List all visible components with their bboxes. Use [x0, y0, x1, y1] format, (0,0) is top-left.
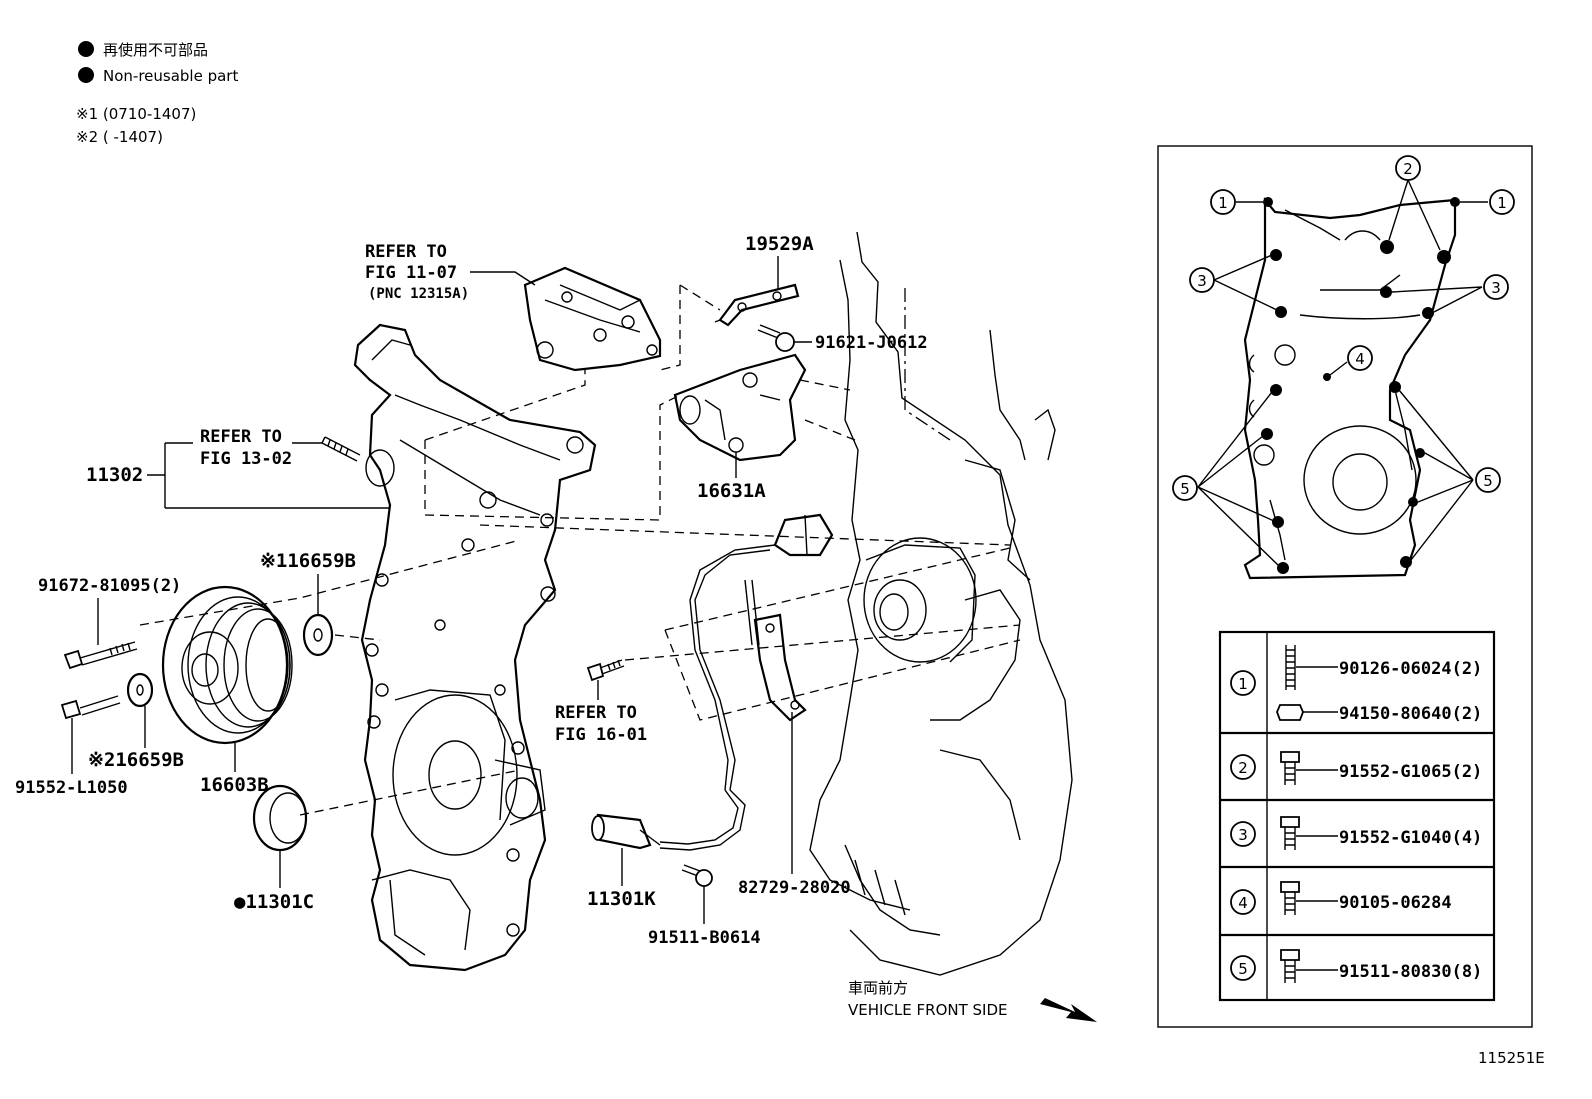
bolt-table: 1 90126-06024(2) 94150-80640(2) 2 91552-… — [1218, 630, 1496, 1002]
ref-11-07-line3: (PNC 12315A) — [368, 286, 469, 302]
table-part: 90126-06024(2) — [1339, 659, 1482, 679]
timing-chain-cover — [353, 323, 597, 972]
part-11301k: 11301K — [587, 888, 656, 910]
bolt-91672 — [63, 641, 138, 670]
ref-13-02-line2: FIG 13-02 — [200, 449, 292, 469]
flange-bolt-icon — [1280, 881, 1300, 893]
front-jp: 車両前方 — [848, 979, 908, 997]
svg-text:1: 1 — [1218, 194, 1228, 212]
washer-16659b-2 — [126, 672, 154, 708]
part-16603b: 16603B — [200, 774, 269, 796]
note-1: ※1 (0710-1407) — [76, 105, 196, 123]
part-91511-b0614: 91511-B0614 — [648, 928, 761, 948]
svg-text:3: 3 — [1197, 272, 1207, 290]
inset-callout-1-right: 1 — [1489, 189, 1515, 215]
table-row: 4 90105-06284 — [1230, 881, 1452, 915]
part-91672-81095: 91672-81095(2) — [38, 576, 181, 596]
bolt-91552-l1050 — [60, 695, 121, 720]
ref-11-07-line1: REFER TO — [365, 242, 447, 262]
legend: 再使用不可部品 Non-reusable part ※1 (0710-1407)… — [76, 41, 238, 146]
table-row: 5 91511-80830(8) — [1230, 949, 1482, 983]
part-91621-j0612: 91621-J0612 — [815, 333, 928, 353]
part-82729-28020: 82729-28020 — [738, 878, 851, 898]
flange-bolt-icon — [1280, 816, 1300, 828]
bolt-location-inset: 1 1 2 3 3 4 5 5 — [1157, 145, 1533, 1028]
note-2: ※2 ( -1407) — [76, 128, 163, 146]
inset-callout-5-left: 5 — [1172, 475, 1198, 501]
sensor-harness — [659, 513, 834, 851]
svg-text:2: 2 — [1238, 759, 1248, 777]
assembly-lines — [139, 284, 1021, 816]
flange-bolt-icon — [1280, 751, 1300, 763]
ref-16-01-line2: FIG 16-01 — [555, 725, 647, 745]
part-16631a: 16631A — [697, 480, 766, 502]
figure-id: 115251E — [1478, 1049, 1545, 1067]
bracket-19529a — [714, 283, 800, 327]
part-16659b-note2: ※216659B — [88, 749, 184, 771]
crankshaft-pulley — [161, 585, 293, 745]
inset-callout-3-left: 3 — [1189, 267, 1215, 293]
idler-bracket — [673, 353, 807, 462]
table-row: 1 90126-06024(2) 94150-80640(2) — [1230, 645, 1482, 724]
inset-callout-1: 1 — [1210, 189, 1236, 215]
table-part: 94150-80640(2) — [1339, 704, 1482, 724]
svg-text:1: 1 — [1238, 675, 1248, 693]
svg-text:5: 5 — [1180, 480, 1190, 498]
stud-bolt — [321, 436, 361, 462]
part-11301c: ●11301C — [234, 891, 314, 913]
part-19529a: 19529A — [745, 233, 814, 255]
part-91552-l1050: 91552-L1050 — [15, 778, 128, 798]
washer-16659b-1 — [302, 613, 334, 657]
inset-callout-3-right: 3 — [1483, 274, 1509, 300]
inset-callout-2: 2 — [1395, 155, 1421, 181]
svg-text:5: 5 — [1238, 960, 1248, 978]
non-reusable-bullet-icon — [78, 41, 94, 57]
svg-text:4: 4 — [1238, 894, 1248, 912]
table-part: 91511-80830(8) — [1339, 962, 1482, 982]
table-part: 90105-06284 — [1339, 893, 1452, 913]
crank-position-sensor — [591, 813, 661, 850]
table-part: 91552-G1065(2) — [1339, 762, 1482, 782]
svg-text:4: 4 — [1355, 350, 1365, 368]
bolt-91621 — [757, 324, 795, 352]
table-row: 3 91552-G1040(4) — [1230, 816, 1482, 850]
part-16659b-note1: ※116659B — [260, 550, 356, 572]
inset-callout-4: 4 — [1347, 345, 1373, 371]
labels: REFER TO FIG 11-07 (PNC 12315A) REFER TO… — [15, 233, 1545, 1067]
legend-en: Non-reusable part — [103, 67, 238, 85]
svg-text:1: 1 — [1497, 194, 1507, 212]
svg-text:3: 3 — [1238, 826, 1248, 844]
table-part: 91552-G1040(4) — [1339, 828, 1482, 848]
svg-text:2: 2 — [1403, 160, 1413, 178]
ref-16-01-line1: REFER TO — [555, 703, 637, 723]
stud-icon — [1285, 645, 1296, 690]
front-arrow-icon — [1040, 998, 1097, 1022]
part-11302: 11302 — [86, 464, 143, 486]
ref-13-02-line1: REFER TO — [200, 427, 282, 447]
legend-jp: 再使用不可部品 — [103, 41, 208, 59]
engine-mount-bracket — [523, 266, 662, 372]
svg-text:3: 3 — [1491, 279, 1501, 297]
bolt-refer-16-01 — [586, 659, 625, 682]
bolt-91511-b0614 — [681, 864, 713, 887]
front-en: VEHICLE FRONT SIDE — [848, 1001, 1008, 1019]
table-row: 2 91552-G1065(2) — [1230, 751, 1482, 785]
inset-callout-5-right: 5 — [1475, 467, 1501, 493]
svg-text:5: 5 — [1483, 472, 1493, 490]
non-reusable-bullet-icon — [78, 67, 94, 83]
nut-icon — [1276, 704, 1304, 721]
ref-11-07-line2: FIG 11-07 — [365, 263, 457, 283]
flange-bolt-icon — [1280, 949, 1300, 961]
